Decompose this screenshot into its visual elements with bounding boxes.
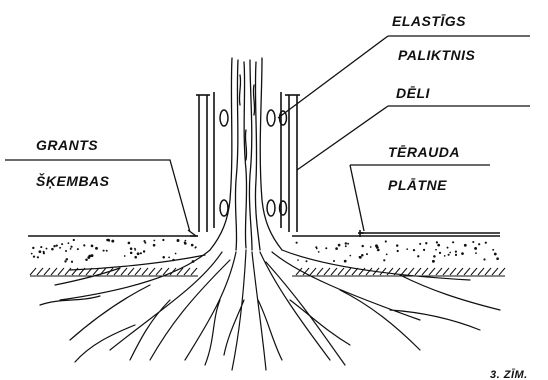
ground-layer [28,236,505,276]
subsoil-hatching [30,268,505,276]
tree-roots [40,250,500,370]
figure-number: 3. ZĪM. [490,369,528,380]
label-paliktnis: PALIKTNIS [398,47,476,63]
label-elastigs: ELASTĪGS [392,13,466,29]
label-grants: GRANTS [36,137,98,153]
label-deli: DĒLI [396,85,431,101]
label-platne: PLĀTNE [388,177,447,193]
gravel-dots [31,239,499,263]
label-terauda: TĒRAUDA [388,144,460,160]
label-skembas: ŠĶEMBAS [36,172,110,189]
tree-trunk [210,58,282,250]
